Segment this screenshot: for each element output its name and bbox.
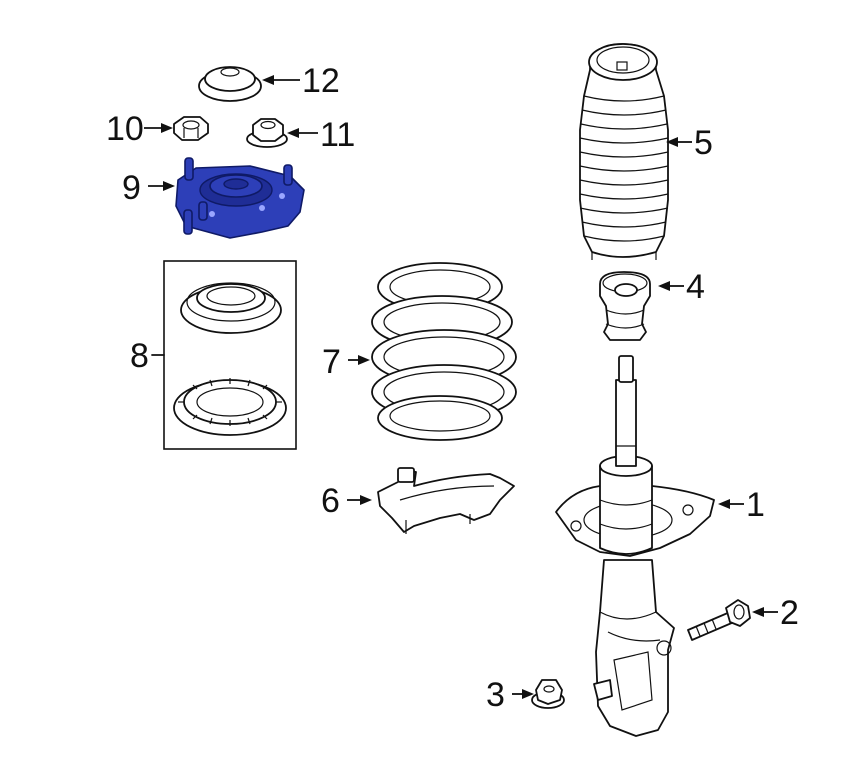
callout-3-label: 3 (486, 676, 505, 714)
callout-12: 12 (262, 62, 340, 100)
callout-10-label: 10 (106, 110, 144, 148)
callout-6: 6 (321, 482, 372, 520)
callout-10: 10 (106, 110, 173, 148)
callout-12-label: 12 (302, 62, 340, 100)
callout-11-label: 11 (320, 116, 355, 154)
part-2-bolt[interactable] (687, 599, 751, 641)
part-3-nut[interactable] (531, 679, 565, 709)
callout-8: 8 (130, 337, 165, 375)
part-10-nut[interactable] (173, 116, 209, 141)
part-4-bump-stop[interactable] (599, 271, 651, 341)
part-1-strut[interactable] (555, 355, 715, 737)
callout-4-label: 4 (686, 268, 705, 306)
callout-7: 7 (322, 343, 370, 381)
part-7-coil-spring[interactable] (371, 262, 517, 441)
callout-1-label: 1 (746, 486, 765, 524)
part-5-dust-boot[interactable] (579, 43, 669, 260)
callout-5: 5 (666, 124, 713, 162)
callout-7-label: 7 (322, 343, 341, 381)
callout-6-label: 6 (321, 482, 340, 520)
part-11-flange-nut[interactable] (246, 118, 288, 148)
callout-2: 2 (752, 594, 799, 632)
callout-2-label: 2 (780, 594, 799, 632)
part-9-upper-mount[interactable] (175, 157, 305, 239)
callout-1: 1 (718, 486, 765, 524)
part-8-bearing-kit[interactable] (163, 260, 297, 450)
part-12-cap[interactable] (198, 66, 262, 102)
callout-8-label: 8 (130, 337, 149, 375)
callout-5-label: 5 (694, 124, 713, 162)
callout-9: 9 (122, 169, 175, 207)
callout-11: 11 (287, 116, 355, 154)
part-6-spring-seat[interactable] (377, 467, 515, 534)
callout-9-label: 9 (122, 169, 141, 207)
callout-3: 3 (486, 676, 534, 714)
callout-4: 4 (658, 268, 705, 306)
